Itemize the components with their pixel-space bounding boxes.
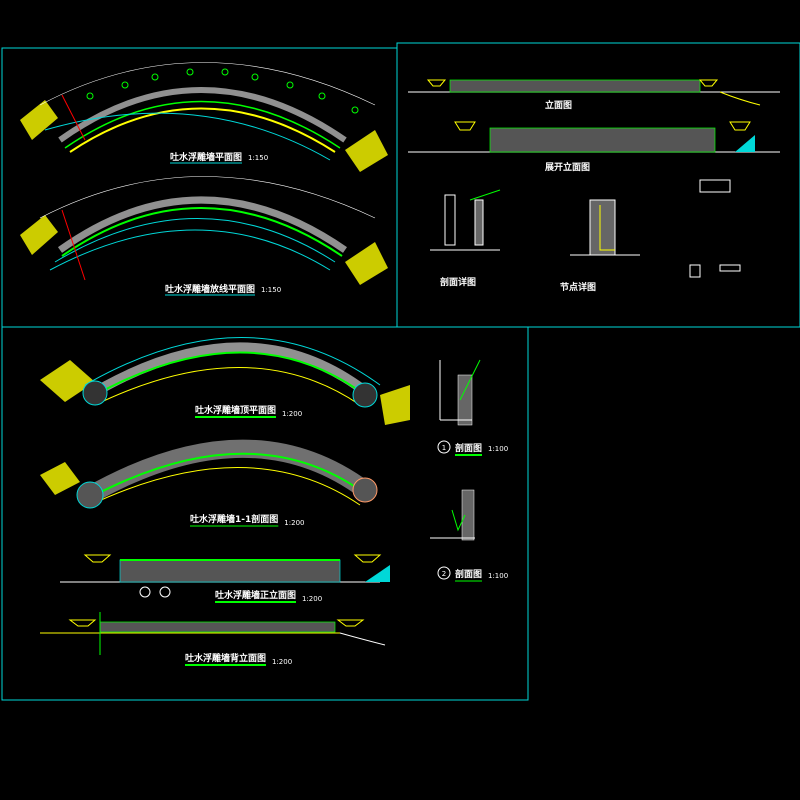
plan-scale: 1:150 <box>248 154 268 162</box>
front-elevation-scale: 1:200 <box>302 595 322 603</box>
back-elevation-drawing <box>40 612 386 655</box>
layout-plan-title: 吐水浮雕墙放线平面图 <box>165 283 255 295</box>
wall-layout-plan-drawing <box>20 176 388 285</box>
back-elevation-scale: 1:200 <box>272 658 292 666</box>
elevation-a-title: 立面图 <box>545 99 572 111</box>
section-2-detail <box>430 489 475 541</box>
detail-a-drawing <box>430 179 741 278</box>
section-1-scale: 1:100 <box>488 445 508 453</box>
elevation-b-title: 展开立面图 <box>545 161 590 173</box>
elevation-b-drawing <box>408 121 780 153</box>
section-plan-title: 吐水浮雕墙1-1剖面图 <box>190 513 278 525</box>
section-plan-scale: 1:200 <box>284 519 304 527</box>
sheet-frame-sections <box>1 326 529 701</box>
section-1-title: 剖面图 <box>455 442 482 454</box>
top-plan-title: 吐水浮雕墙顶平面图 <box>195 404 276 416</box>
plan-title: 吐水浮雕墙平面图 <box>170 151 242 163</box>
wall-plan-drawing <box>20 62 388 172</box>
detail-a-title: 剖面详图 <box>440 276 476 288</box>
sheet-frame-elevations <box>396 42 800 328</box>
section-1-number: 1 <box>442 444 446 452</box>
section-2-title: 剖面图 <box>455 568 482 580</box>
top-plan-drawing <box>40 337 410 425</box>
section-1-detail <box>439 359 481 426</box>
layout-plan-scale: 1:150 <box>261 286 281 294</box>
back-elevation-title: 吐水浮雕墙背立面图 <box>185 652 266 664</box>
front-elevation-title: 吐水浮雕墙正立面图 <box>215 589 296 601</box>
section-2-number: 2 <box>442 570 446 578</box>
front-elevation-drawing <box>60 554 390 598</box>
top-plan-scale: 1:200 <box>282 410 302 418</box>
section-2-scale: 1:100 <box>488 572 508 580</box>
elevation-a-drawing <box>408 79 780 106</box>
detail-b-title: 节点详图 <box>560 281 596 293</box>
section-plan-drawing <box>40 439 378 509</box>
